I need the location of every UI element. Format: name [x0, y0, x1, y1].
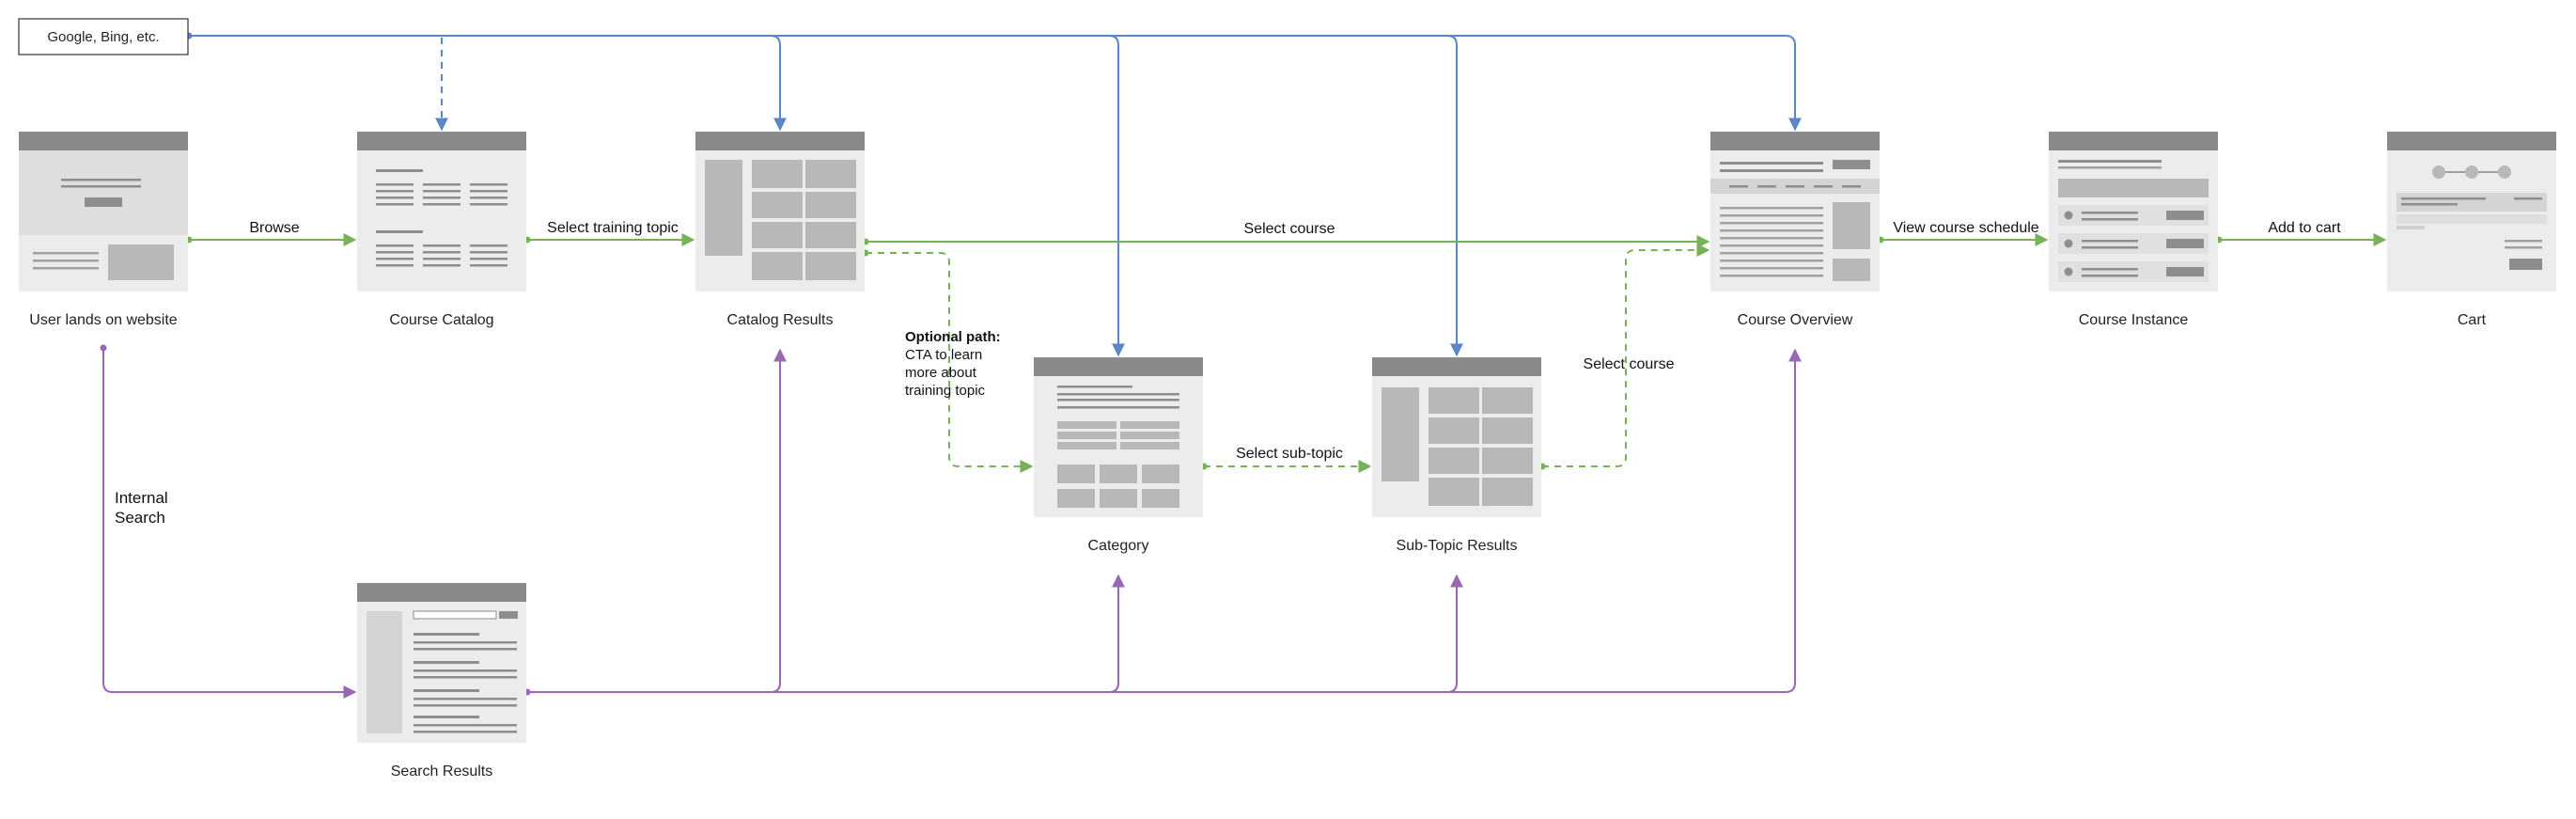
screen-catalog-results: Catalog Results [695, 132, 865, 328]
search-box-placeholder [413, 610, 497, 620]
checkout-steps [2432, 165, 2511, 179]
optional-path-title: Optional path: [905, 329, 1001, 345]
purple-line-to-catalog-results [770, 348, 787, 693]
screen-catalog-results-caption: Catalog Results [727, 312, 834, 328]
instance-row [2058, 261, 2209, 282]
internal-search-connectors [100, 344, 1802, 699]
blue-line-to-category [1108, 35, 1125, 357]
label-select-sub-topic: Select sub-topic [1236, 446, 1343, 462]
search-engine-box: Google, Bing, etc. [18, 18, 189, 55]
label-select-course-from-subtopic: Select course [1584, 356, 1675, 372]
screen-overview-caption: Course Overview [1738, 312, 1853, 328]
screen-course-catalog: Course Catalog [357, 132, 526, 328]
label-internal-search-line2: Search [115, 509, 165, 527]
screen-landing-caption: User lands on website [29, 312, 178, 328]
instance-row [2058, 205, 2209, 226]
screen-instance-caption: Course Instance [2079, 312, 2189, 328]
screen-cart: Cart [2387, 132, 2556, 328]
edge-labels: Browse Select training topic Select cour… [115, 220, 2341, 527]
screen-search-results: Search Results [357, 583, 526, 780]
optional-path-note: Optional path: CTA to learn more about t… [905, 329, 1001, 399]
screen-category-caption: Category [1088, 538, 1149, 554]
label-select-course: Select course [1244, 221, 1335, 237]
edge-internal-search [102, 348, 357, 699]
screen-catalog-caption: Course Catalog [389, 312, 493, 328]
search-engine-label: Google, Bing, etc. [47, 29, 159, 45]
label-add-to-cart: Add to cart [2268, 220, 2341, 236]
blue-line-to-subtopic [1446, 35, 1463, 357]
label-select-training-topic: Select training topic [547, 220, 679, 236]
blue-line-to-overview [188, 35, 1802, 132]
purple-line-to-category [1108, 574, 1125, 693]
label-internal-search-line1: Internal [115, 489, 168, 507]
purple-line-to-overview [527, 348, 1802, 693]
purple-line-to-subtopic [1446, 574, 1463, 693]
label-browse: Browse [249, 220, 299, 236]
optional-path-line2: more about [905, 365, 977, 381]
screen-subtopic-caption: Sub-Topic Results [1397, 538, 1518, 554]
blue-line-to-catalog-results [770, 35, 787, 132]
screen-course-overview: Course Overview [1710, 132, 1880, 328]
edge-optional-cta [866, 252, 1034, 473]
edge-select-course-from-subtopic [1542, 244, 1710, 467]
screen-search-results-caption: Search Results [391, 764, 493, 780]
screen-category: Category [1034, 357, 1203, 554]
screen-cart-caption: Cart [2458, 312, 2487, 328]
screen-landing: User lands on website [19, 132, 188, 328]
optional-path-line3: training topic [905, 383, 986, 399]
screen-course-instance: Course Instance [2049, 132, 2218, 328]
optional-path-line1: CTA to learn [905, 347, 982, 363]
label-view-course-schedule: View course schedule [1893, 220, 2038, 236]
screen-subtopic-results: Sub-Topic Results [1372, 357, 1541, 554]
instance-row [2058, 233, 2209, 254]
